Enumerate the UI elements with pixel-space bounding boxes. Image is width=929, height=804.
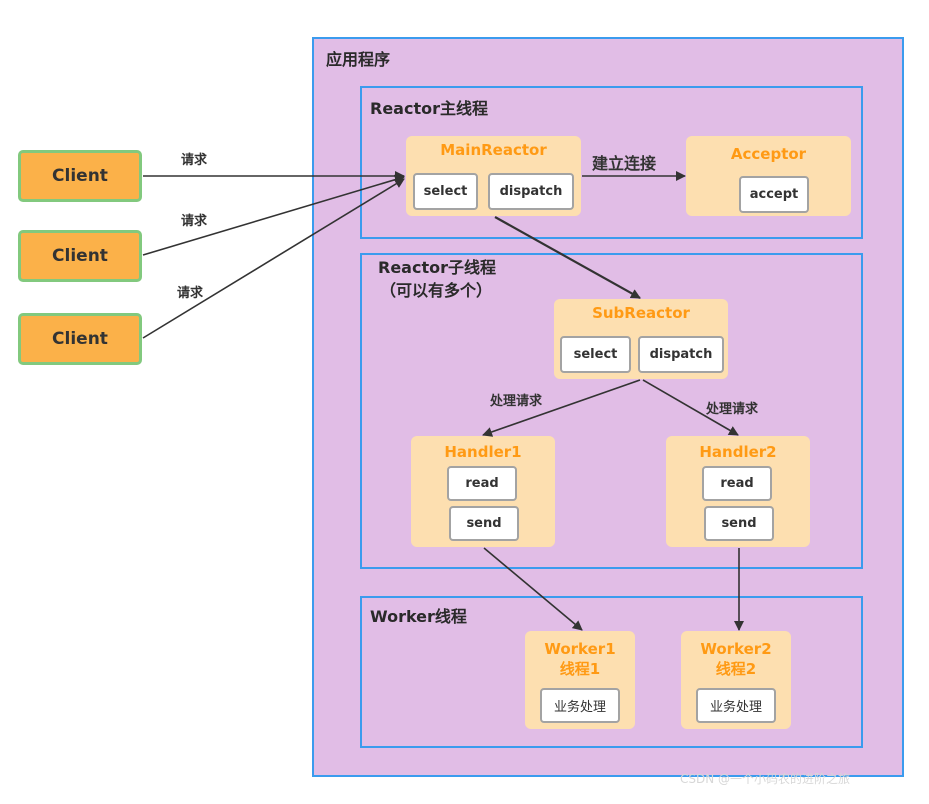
arrow-subreactor-to-handler2 [642, 379, 739, 436]
main-reactor-dispatch-chip: dispatch [488, 173, 574, 210]
request-label-2: 请求 [181, 214, 208, 229]
worker-thread-title: Worker线程 [370, 607, 467, 626]
handler2-node: Handler2 read send [666, 436, 810, 547]
arrow-client3-to-mainreactor [142, 178, 405, 339]
acceptor-title: Acceptor [730, 145, 807, 163]
worker2-title: Worker2 [700, 640, 772, 658]
sub-reactor-dispatch-chip: dispatch [638, 336, 724, 373]
sub-reactor-title: SubReactor [592, 304, 690, 322]
handler1-send-chip: send [449, 506, 519, 541]
client-label: Client [52, 166, 108, 186]
request-label-3: 请求 [177, 286, 204, 301]
request-label-1: 请求 [181, 153, 208, 168]
process-label-2: 处理请求 [706, 402, 759, 417]
reactor-sub-thread-title: Reactor子线程 [378, 258, 496, 277]
accept-chip: accept [739, 176, 809, 213]
sub-reactor-select-chip: select [560, 336, 631, 373]
worker2-subtitle: 线程2 [715, 660, 757, 678]
main-reactor-select-chip: select [413, 173, 478, 210]
client-box-3: Client [18, 313, 142, 365]
reactor-main-thread-frame [360, 86, 863, 239]
handler2-title: Handler2 [699, 443, 777, 461]
worker1-subtitle: 线程1 [559, 660, 601, 678]
handler1-title: Handler1 [444, 443, 522, 461]
handler1-node: Handler1 read send [411, 436, 555, 547]
arrow-handler1-to-worker1 [483, 547, 583, 631]
handler1-read-chip: read [447, 466, 517, 501]
reactor-main-thread-title: Reactor主线程 [370, 99, 488, 118]
application-title: 应用程序 [326, 50, 391, 69]
arrow-client2-to-mainreactor [142, 174, 405, 256]
reactor-sub-thread-frame [360, 253, 863, 569]
worker2-business-chip: 业务处理 [696, 688, 776, 723]
arrow-subreactor-to-handler1 [482, 379, 641, 437]
sub-reactor-node: SubReactor select dispatch [554, 299, 728, 379]
connect-label: 建立连接 [592, 154, 657, 173]
handler2-read-chip: read [702, 466, 772, 501]
arrow-mainreactor-to-subreactor [494, 216, 641, 299]
worker1-business-chip: 业务处理 [540, 688, 620, 723]
worker-thread-frame [360, 596, 863, 748]
client-label: Client [52, 246, 108, 266]
main-reactor-title: MainReactor [440, 141, 547, 159]
worker1-title: Worker1 [544, 640, 616, 658]
main-reactor-node: MainReactor select dispatch [406, 136, 581, 216]
client-box-2: Client [18, 230, 142, 282]
acceptor-node: Acceptor accept [686, 136, 851, 216]
watermark: CSDN @一个小码农的进阶之旅 [680, 772, 851, 786]
client-label: Client [52, 329, 108, 349]
client-box-1: Client [18, 150, 142, 202]
worker2-node: Worker2 线程2 业务处理 [681, 631, 791, 729]
reactor-sub-thread-subtitle: （可以有多个） [380, 281, 493, 300]
worker1-node: Worker1 线程1 业务处理 [525, 631, 635, 729]
handler2-send-chip: send [704, 506, 774, 541]
process-label-1: 处理请求 [490, 394, 543, 409]
